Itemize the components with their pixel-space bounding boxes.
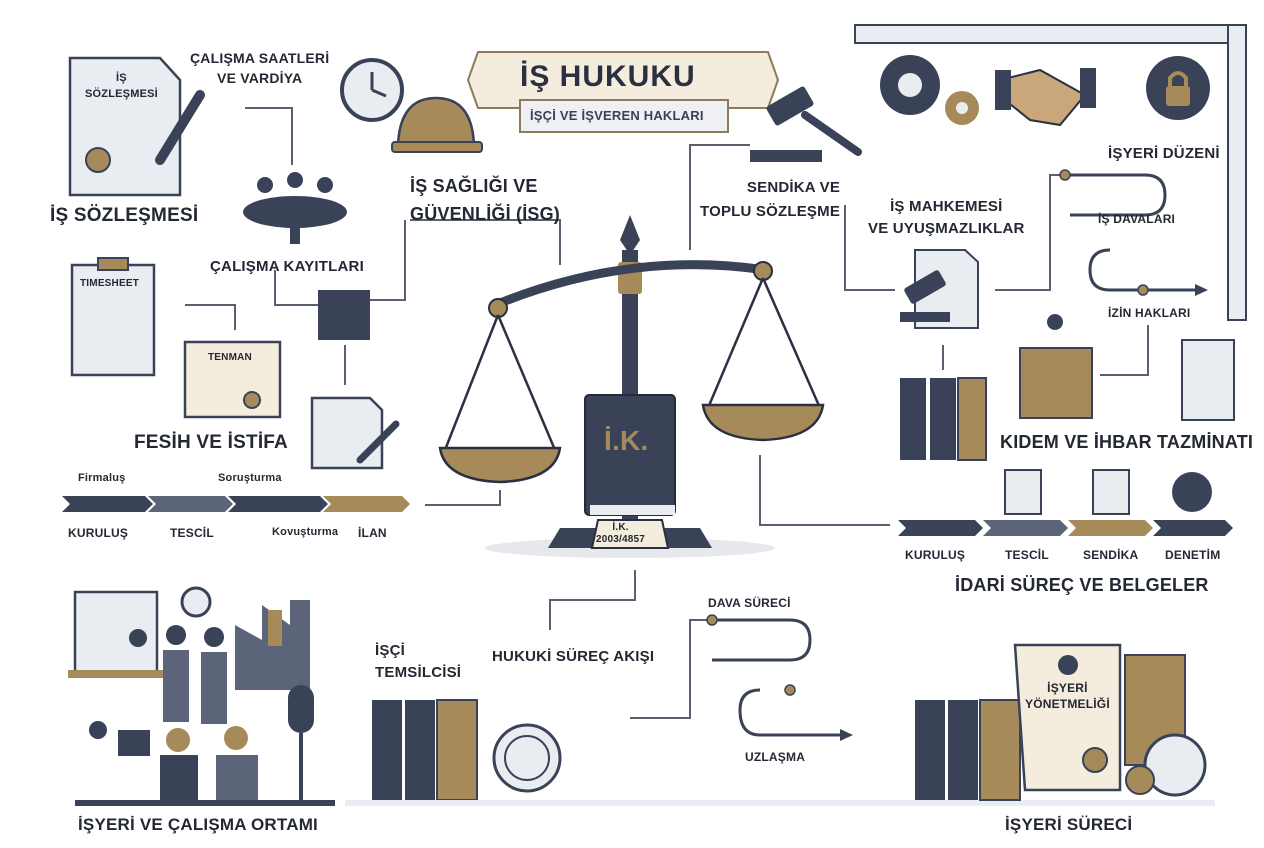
gears-icon — [880, 55, 979, 125]
isyeri-duzeni-label: İŞYERİ DÜZENİ — [1108, 145, 1220, 162]
certificate-icon — [183, 340, 282, 419]
handshake-icon — [995, 68, 1096, 127]
meeting-table-icon — [243, 172, 347, 244]
podium-icon — [1019, 314, 1093, 419]
timesheet-text: TIMESHEET — [80, 278, 140, 289]
idari-label: İDARİ SÜREÇ VE BELGELER — [955, 575, 1209, 595]
right-timeline-0: KURULUŞ — [905, 548, 966, 562]
hard-hat-icon — [391, 96, 483, 153]
signed-document-icon — [310, 396, 400, 470]
court-document-icon — [900, 249, 979, 329]
gavel-icon — [750, 86, 862, 162]
tenman-text: TENMAN — [208, 352, 252, 363]
isyeri-sureci-label: İŞYERİ SÜRECİ — [1005, 815, 1133, 834]
binders-bottom-icon — [345, 699, 1215, 806]
left-timeline-top-1: Soruşturma — [218, 472, 282, 484]
case-flow-line — [1059, 169, 1208, 296]
is-davalari-label: İŞ DAVALARI — [1098, 212, 1176, 226]
isg-label: İŞ SAĞLIĞI VE GÜVENLİĞİ (İSG) — [410, 176, 561, 224]
lock-gear-icon — [1146, 56, 1210, 120]
left-timeline-bottom-0: KURULUŞ — [68, 526, 129, 540]
plaque-label: İ.K. 2003/4857 — [596, 522, 646, 545]
right-timeline-2: SENDİKA — [1083, 548, 1139, 562]
contract-document-icon — [68, 56, 205, 197]
uzlasma-label: UZLAŞMA — [745, 750, 806, 764]
timesheet-clipboard-icon — [70, 257, 156, 377]
left-timeline-bottom-1: TESCİL — [170, 526, 214, 540]
right-timeline-arrows — [898, 520, 1233, 536]
title-banner — [466, 51, 780, 133]
fesih-label: FESİH VE İSTİFA — [134, 432, 288, 453]
workplace-scene-icon — [68, 586, 335, 806]
is-sozlesmesi-label: İŞ SÖZLEŞMESİ — [50, 205, 199, 226]
right-timeline-1: TESCİL — [1005, 548, 1049, 562]
dava-sureci-label: DAVA SÜRECİ — [708, 596, 791, 610]
book-label: İ.K. — [604, 425, 649, 456]
regulation-scroll-icon — [915, 643, 1207, 801]
izin-haklari-label: İZİN HAKLARI — [1108, 306, 1191, 320]
is-mahkemesi-label: İŞ MAHKEMESİ VE UYUŞMAZLIKLAR — [868, 198, 1025, 237]
isyeri-calisma-label: İŞYERİ VE ÇALIŞMA ORTAMI — [78, 815, 318, 834]
sub-title: İŞÇİ VE İŞVEREN HAKLARI — [530, 108, 704, 123]
decorative-frame — [854, 24, 1247, 321]
main-title: İŞ HUKUKU — [520, 60, 696, 93]
contract-doc-text: İŞ SÖZLEŞMESİ — [85, 72, 158, 100]
left-timeline-arrows — [62, 496, 410, 512]
kidem-label: KIDEM VE İHBAR TAZMİNATI — [1000, 432, 1254, 452]
document-search-icon — [1004, 469, 1042, 515]
binders-icon — [900, 377, 987, 461]
calisma-kayitlari-label: ÇALIŞMA KAYITLARI — [210, 258, 364, 275]
isci-temsilcisi-label: İŞÇİ TEMSİLCİSİ — [375, 642, 462, 681]
document-edit-icon — [1092, 469, 1130, 515]
sendika-label: SENDİKA VE TOPLU SÖZLEŞME — [700, 179, 841, 220]
left-timeline-top-0: Firmaluş — [78, 472, 126, 484]
lawsuit-flow-line — [706, 614, 853, 741]
left-timeline-bottom-2: Kovuşturma — [272, 526, 339, 538]
left-timeline-bottom-3: İLAN — [358, 526, 387, 540]
checklist-icon — [1181, 339, 1235, 421]
globe-search-icon — [1172, 472, 1212, 512]
clock-icon — [340, 58, 404, 122]
building-icon — [318, 290, 370, 340]
connector-lines — [185, 107, 1149, 719]
right-timeline-3: DENETİM — [1165, 548, 1221, 562]
calisma-saatleri-label: ÇALIŞMA SAATLERİ VE VARDİYA — [190, 50, 330, 86]
isyeri-yonetmeligi-text: İŞYERİ YÖNETMELİĞİ — [1025, 681, 1110, 711]
hukuki-label: HUKUKİ SÜREÇ AKIŞI — [492, 648, 655, 665]
scales-of-justice-icon — [438, 215, 825, 558]
